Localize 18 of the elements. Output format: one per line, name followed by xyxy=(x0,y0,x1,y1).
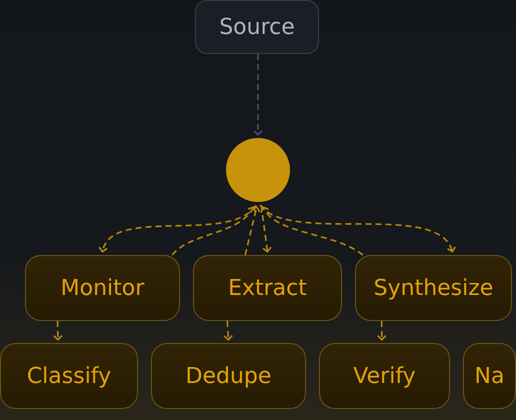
arrow xyxy=(53,320,63,340)
process-box: Synthesize xyxy=(355,255,512,321)
arrow xyxy=(260,205,272,252)
arrow xyxy=(377,321,387,340)
arrow xyxy=(172,206,256,256)
process-box: Monitor xyxy=(25,255,180,321)
arrow xyxy=(253,54,263,136)
arrow xyxy=(223,320,234,340)
arrow xyxy=(100,204,257,252)
process-box: Dedupe xyxy=(151,343,306,409)
arrow xyxy=(261,206,364,256)
process-box: Classify xyxy=(0,343,138,409)
process-box: Verify xyxy=(319,343,450,409)
arrow xyxy=(259,204,455,252)
process-box: Na xyxy=(463,343,516,409)
arrow xyxy=(244,206,260,256)
source-box: Source xyxy=(195,0,319,54)
process-box: Extract xyxy=(193,255,342,321)
